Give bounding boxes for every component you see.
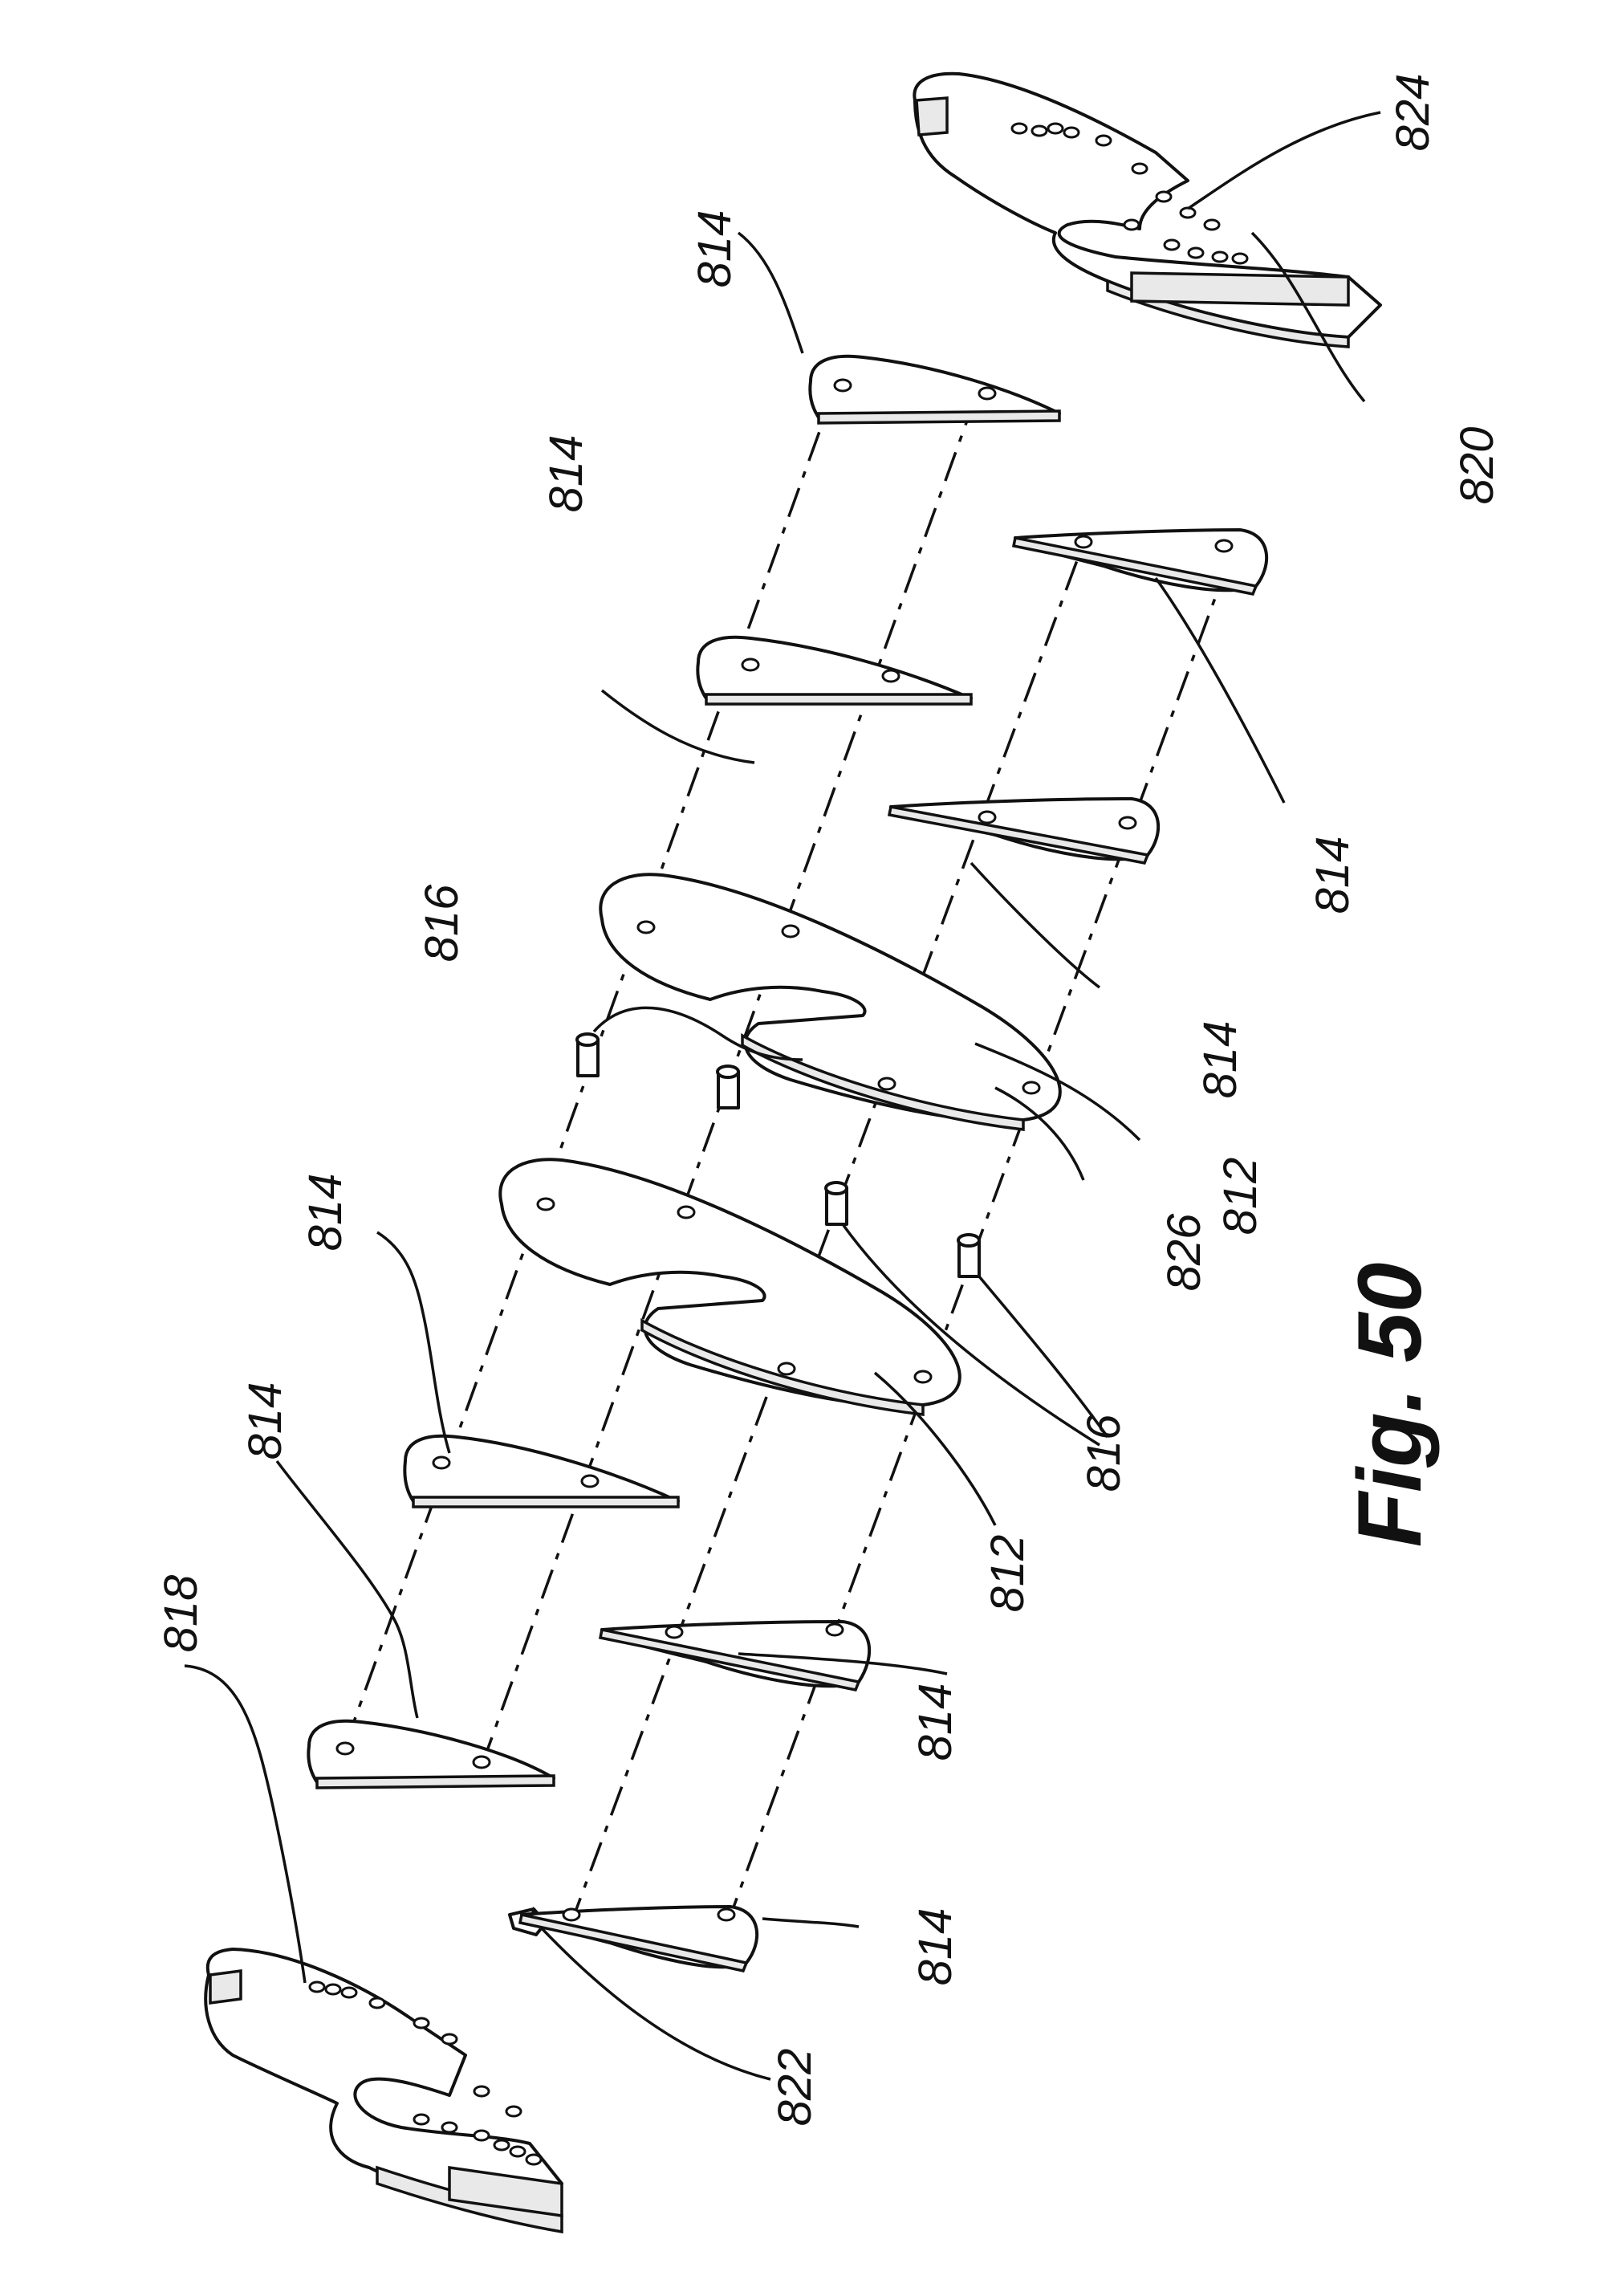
spacer-816 [824, 1181, 848, 1226]
label-814-d: 814 [909, 1683, 961, 1761]
leader-814-h [1154, 576, 1286, 804]
hole-pattern [308, 1981, 543, 2166]
fin-814-upper-1 [307, 1719, 555, 1789]
fin-814-upper-3 [696, 635, 973, 706]
plate-812-left [498, 1158, 961, 1416]
spacer-816 [716, 1065, 740, 1109]
label-814-e: 814 [1194, 1021, 1246, 1099]
fin-814-lower-3 [887, 797, 1160, 865]
label-812-b: 812 [1214, 1158, 1266, 1236]
label-814-b: 814 [299, 1174, 352, 1252]
leader-lines [184, 111, 1381, 2081]
leader-814-e [970, 861, 1101, 989]
leader-824 [1187, 111, 1381, 210]
label-826: 826 [1158, 1213, 1210, 1292]
leader-814-d [738, 1652, 948, 1675]
leader-814-b [376, 1231, 451, 1454]
label-814-a: 814 [239, 1382, 291, 1460]
label-822: 822 [769, 2049, 821, 2127]
leader-816-c [978, 1275, 1109, 1439]
label-824: 824 [1387, 74, 1439, 152]
leader-826 [994, 1086, 1085, 1181]
leader-816-b [841, 1223, 1100, 1447]
leader-818 [184, 1664, 307, 1984]
leader-812-a [873, 1371, 997, 1526]
hole-pattern [1010, 122, 1249, 265]
fin-814-lower-1 [518, 1905, 758, 1973]
label-814-h: 814 [1307, 837, 1359, 914]
fin-814-lower-2 [598, 1620, 871, 1692]
leader-814-f [600, 689, 755, 764]
figure-caption: Fig. 50 [1339, 1263, 1440, 1548]
assembly-axes [344, 389, 1226, 1928]
label-814-g: 814 [689, 210, 741, 288]
label-818: 818 [155, 1575, 207, 1653]
spacers-816 [575, 1032, 981, 1278]
leader-816-a [592, 1006, 803, 1061]
fin-814-lower-4 [1011, 528, 1268, 596]
leader-814-c [762, 1917, 860, 1928]
axis-line [568, 553, 1081, 1928]
label-814-f: 814 [540, 435, 592, 513]
spacer-816 [575, 1032, 600, 1077]
leader-820 [1250, 231, 1366, 403]
base-plate-818 [204, 1948, 563, 2234]
reference-labels: 818 822 814 814 814 814 812 816 816 826 … [155, 74, 1503, 2127]
label-816-a: 816 [416, 884, 468, 963]
fin-814-upper-2 [403, 1434, 680, 1508]
top-plate-820 [913, 71, 1382, 348]
leader-814-g [737, 231, 804, 354]
label-816-b: 816 [1078, 1414, 1130, 1492]
spacer-816 [957, 1233, 981, 1278]
label-812-a: 812 [982, 1535, 1034, 1613]
label-820: 820 [1451, 427, 1503, 505]
fin-814-upper-4 [808, 354, 1061, 425]
leader-812-b [974, 1042, 1141, 1142]
plate-812-right [599, 873, 1062, 1131]
leader-822 [540, 1927, 771, 2081]
leader-814-a [275, 1459, 419, 1719]
label-814-c: 814 [909, 1908, 961, 1986]
